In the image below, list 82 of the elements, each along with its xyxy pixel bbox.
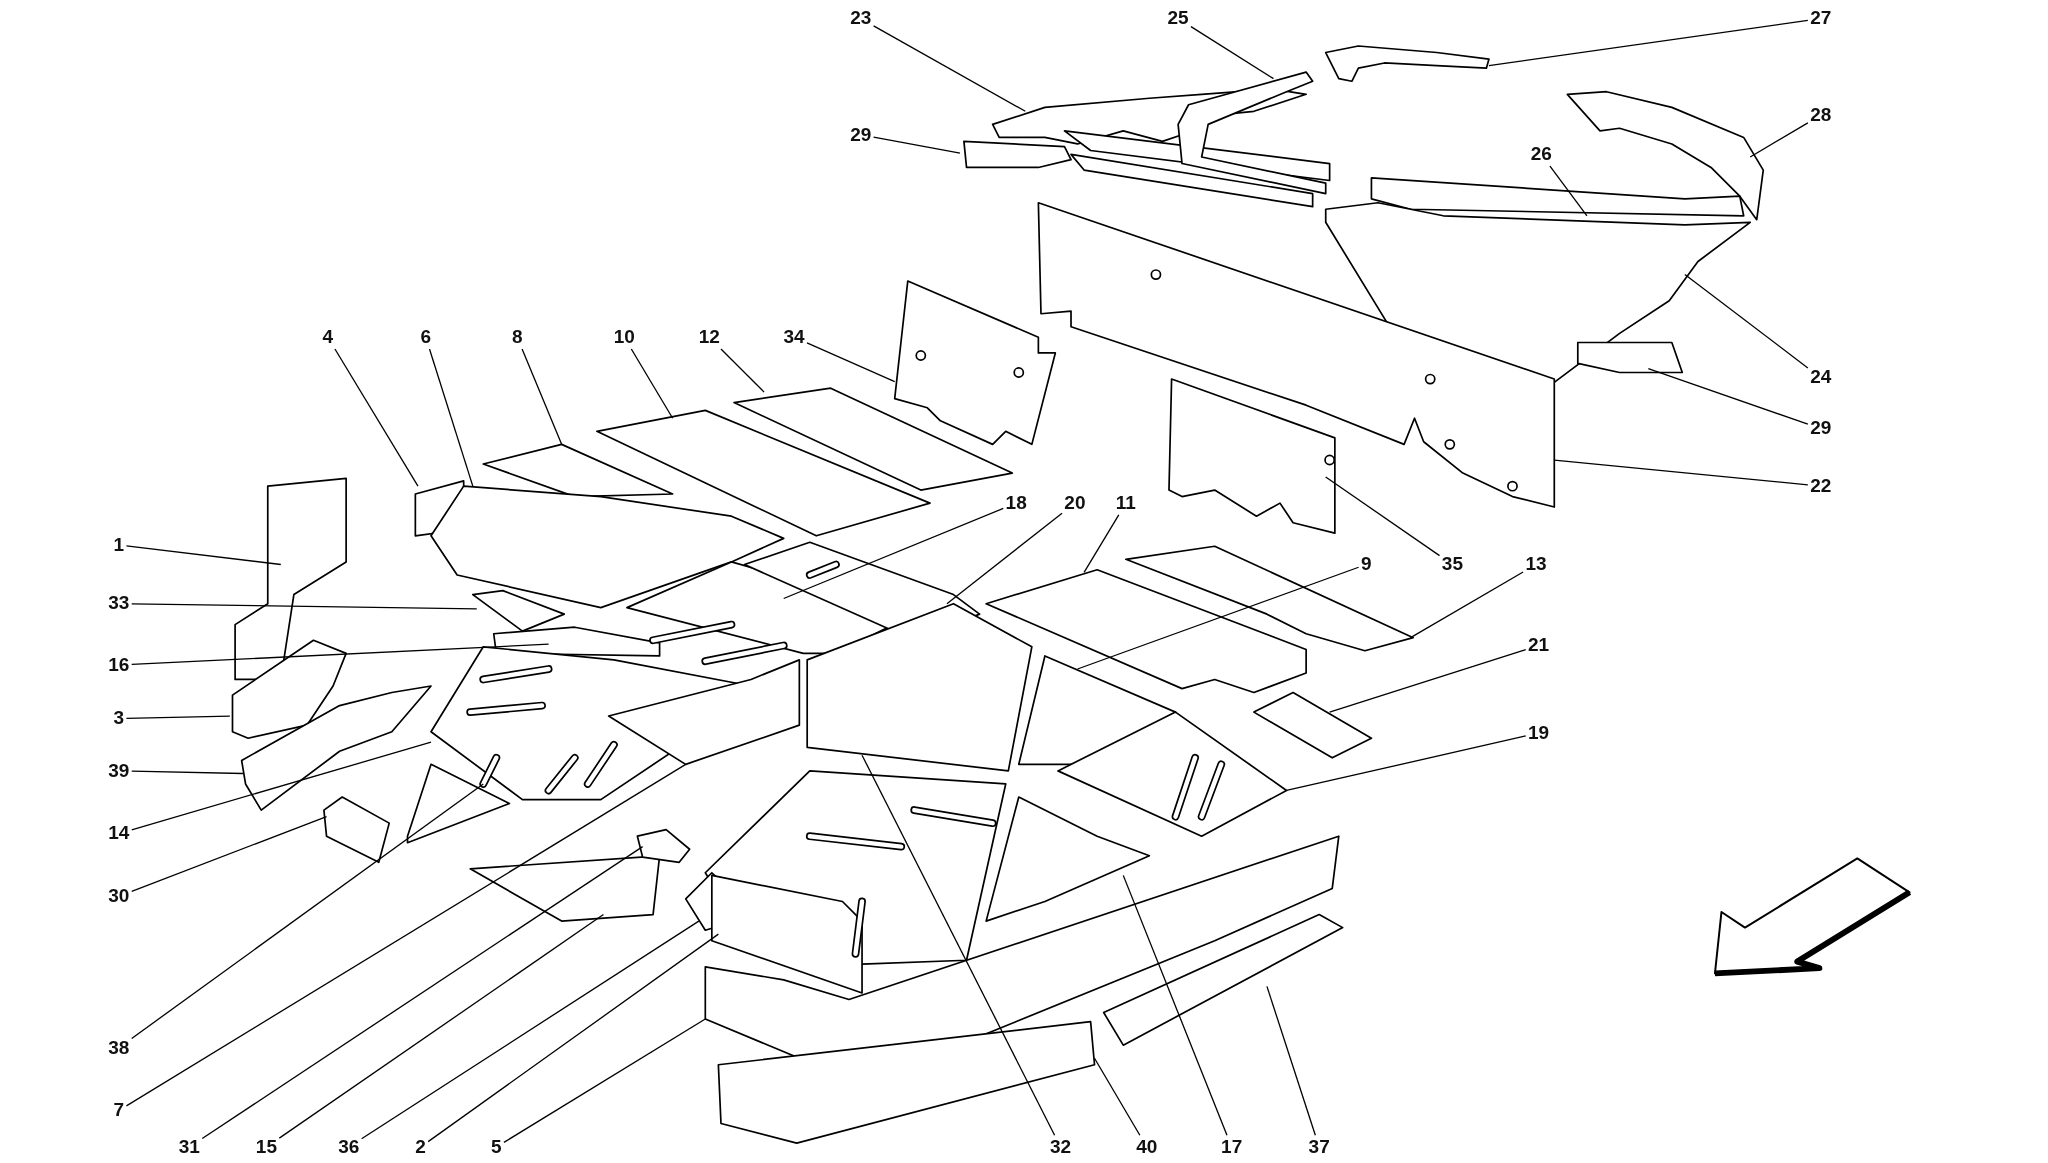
callout-number: 3 <box>112 707 126 729</box>
leader-line <box>125 545 282 566</box>
callout-number: 26 <box>1529 143 1553 165</box>
leader-line <box>783 507 1004 600</box>
leader-line <box>1749 122 1809 158</box>
callout-number: 5 <box>490 1136 503 1158</box>
leader-line <box>131 643 550 666</box>
leader-line <box>1190 26 1275 80</box>
leader-line <box>334 348 419 487</box>
callout-number: 1 <box>112 534 126 556</box>
callout-number: 30 <box>107 885 131 907</box>
callout-number: 13 <box>1524 553 1548 575</box>
leader-line <box>201 846 644 1140</box>
leader-line <box>131 783 484 1040</box>
callout-number: 12 <box>697 326 721 348</box>
leader-line <box>946 512 1063 605</box>
callout-number: 31 <box>177 1136 201 1158</box>
callout-number: 39 <box>107 760 131 782</box>
leader-line <box>1549 165 1588 217</box>
leader-line <box>125 715 231 720</box>
callout-number: 22 <box>1809 475 1833 497</box>
callout-number: 32 <box>1049 1136 1073 1158</box>
leader-line <box>428 348 474 487</box>
callout-number: 29 <box>849 124 873 145</box>
callout-number: 34 <box>782 326 806 348</box>
callout-number: 40 <box>1135 1136 1159 1158</box>
callout-number: 38 <box>107 1037 131 1058</box>
callout-number: 19 <box>1527 722 1551 744</box>
leader-line <box>131 603 478 610</box>
callout-number: 6 <box>419 326 433 348</box>
leader-line <box>1328 648 1527 713</box>
callout-number: 27 <box>1809 7 1833 29</box>
leader-line <box>1076 566 1360 670</box>
callout-number: 21 <box>1527 634 1551 656</box>
callout-number: 25 <box>1166 7 1190 29</box>
leader-line <box>278 913 605 1139</box>
callout-number: 33 <box>107 593 131 614</box>
leader-line <box>125 763 687 1107</box>
leader-line <box>131 770 244 775</box>
callout-number: 36 <box>337 1136 361 1158</box>
leader-line <box>1083 514 1120 573</box>
callout-number: 24 <box>1809 367 1833 388</box>
leader-line <box>1285 735 1527 792</box>
callout-number: 10 <box>612 326 636 348</box>
callout-number: 16 <box>107 654 131 676</box>
leader-line <box>1488 19 1809 67</box>
leader-line <box>861 754 1056 1136</box>
leader-line <box>872 136 961 154</box>
leader-line <box>131 815 328 892</box>
leader-line <box>360 920 700 1140</box>
leader-line <box>1553 459 1809 486</box>
callout-number: 29 <box>1809 417 1833 439</box>
leader-line <box>503 1018 706 1144</box>
callout-number: 4 <box>321 326 335 348</box>
leader-line <box>1093 1057 1141 1136</box>
leader-line <box>720 348 765 393</box>
callout-number: 11 <box>1114 492 1137 514</box>
callout-number: 23 <box>849 7 873 29</box>
callout-number: 9 <box>1359 553 1373 575</box>
callout-number: 14 <box>107 822 131 844</box>
leader-line <box>131 741 432 831</box>
callout-number: 18 <box>1004 492 1028 514</box>
leader-line <box>1684 273 1809 369</box>
callout-number: 20 <box>1063 492 1087 514</box>
callout-number: 17 <box>1220 1136 1244 1158</box>
leader-line <box>1122 874 1228 1136</box>
leader-line <box>521 348 563 445</box>
leader-line <box>806 342 896 383</box>
leader-line <box>1266 985 1316 1136</box>
leader-line <box>1409 571 1524 639</box>
callout-number: 35 <box>1440 553 1464 575</box>
callout-number: 28 <box>1809 104 1833 126</box>
callout-number: 8 <box>510 326 524 348</box>
leader-line <box>630 348 674 419</box>
callout-number: 7 <box>112 1099 126 1121</box>
callout-number: 15 <box>254 1136 278 1158</box>
leader-line <box>427 933 720 1143</box>
leader-line <box>872 25 1026 112</box>
leader-line <box>1325 476 1441 557</box>
callout-number: 37 <box>1307 1136 1331 1158</box>
callout-number: 2 <box>414 1136 427 1158</box>
leader-line <box>1647 367 1809 425</box>
